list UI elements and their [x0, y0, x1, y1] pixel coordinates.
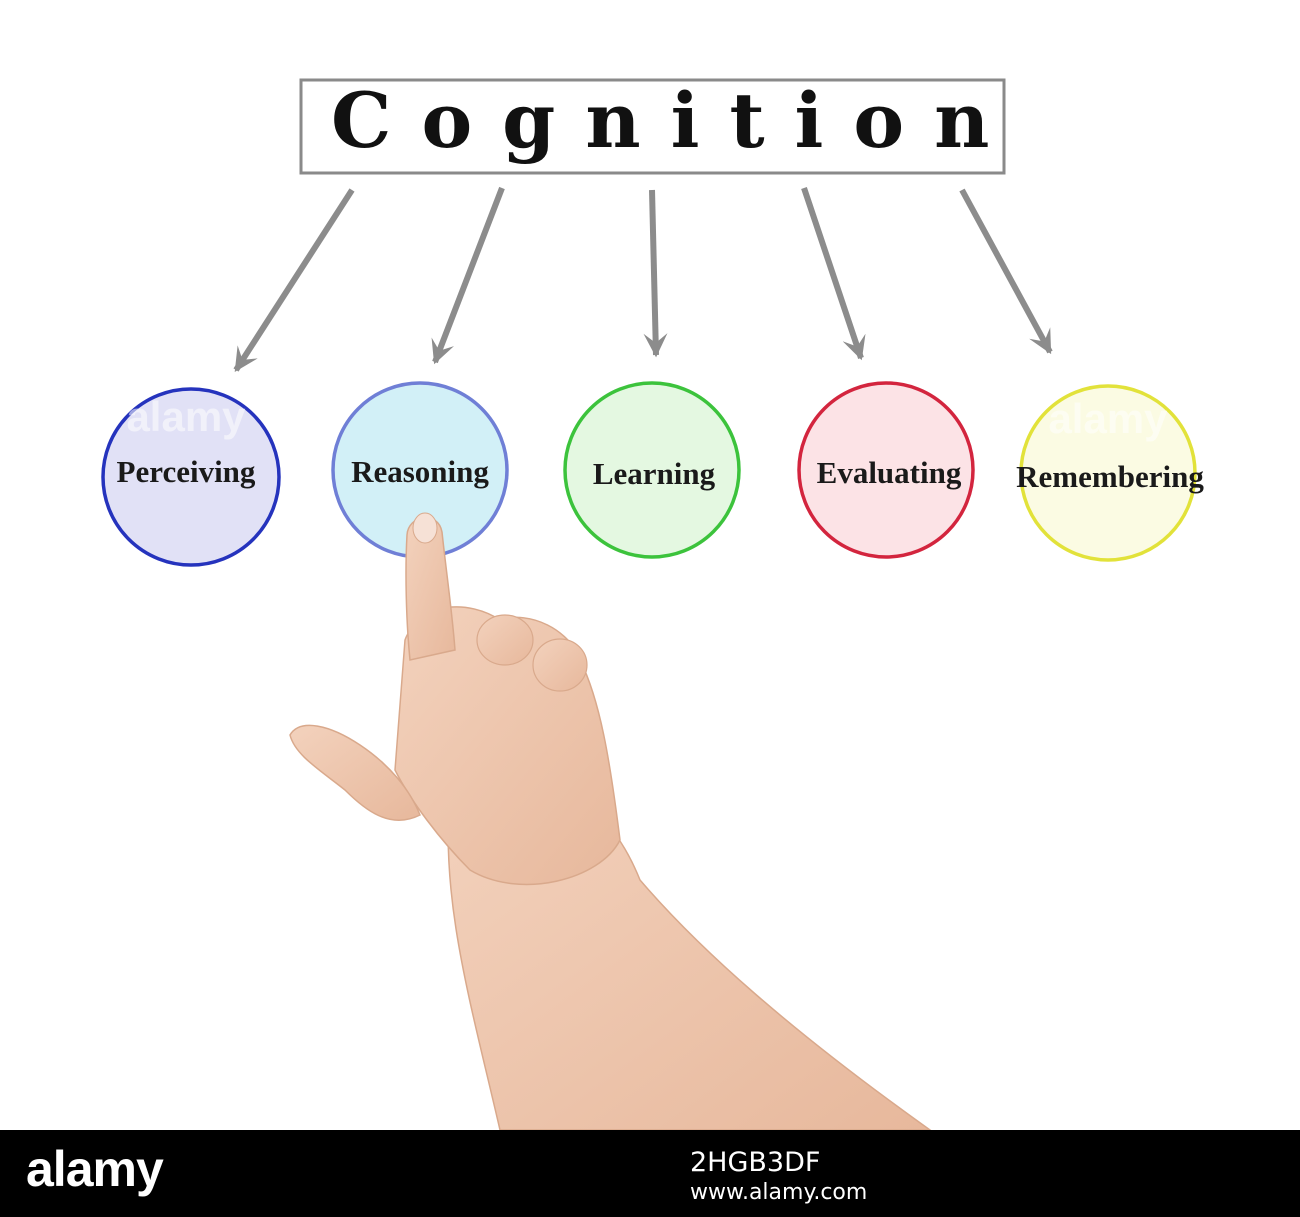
node-label: Remembering [1016, 459, 1204, 494]
node-circle [563, 381, 741, 559]
title-box [299, 78, 1006, 175]
node-perceiving: alamy Perceiving [101, 387, 281, 567]
arrow-to-evaluating [801, 187, 866, 361]
arrow-to-learning [643, 189, 668, 358]
watermark-footer: alamy 2HGB3DF www.alamy.com [0, 1130, 1300, 1217]
node-label: Perceiving [117, 454, 256, 489]
cognition-diagram: Cognition alamy Perceiving Reasoning Lea… [101, 76, 1204, 1130]
node-circle [797, 381, 975, 559]
arrow-to-perceiving [233, 188, 355, 373]
footer-image-id: 2HGB3DF [690, 1147, 821, 1178]
arrow-group [233, 186, 1053, 373]
footer-url: www.alamy.com [690, 1180, 868, 1205]
node-label: Reasoning [351, 454, 489, 489]
arrow-to-reasoning [431, 186, 505, 365]
diagram-title: Cognition [331, 76, 1019, 165]
node-circle [101, 387, 281, 567]
node-circle [1019, 384, 1197, 562]
watermark-text: alamy [1048, 395, 1168, 442]
knuckle-shape [476, 614, 534, 666]
footer-logo: alamy [26, 1141, 164, 1197]
node-evaluating: Evaluating [797, 381, 975, 559]
node-remembering: alamy Remembering [1016, 384, 1204, 562]
thumb-shape [289, 724, 421, 821]
knuckle-shape [532, 638, 588, 692]
node-label: Evaluating [817, 455, 962, 490]
node-learning: Learning [563, 381, 741, 559]
watermark-text: alamy [126, 393, 246, 440]
fingernail-shape [412, 512, 438, 544]
pointing-hand-image [289, 512, 932, 1130]
node-label: Learning [593, 456, 716, 491]
arrow-to-remembering [959, 188, 1053, 355]
